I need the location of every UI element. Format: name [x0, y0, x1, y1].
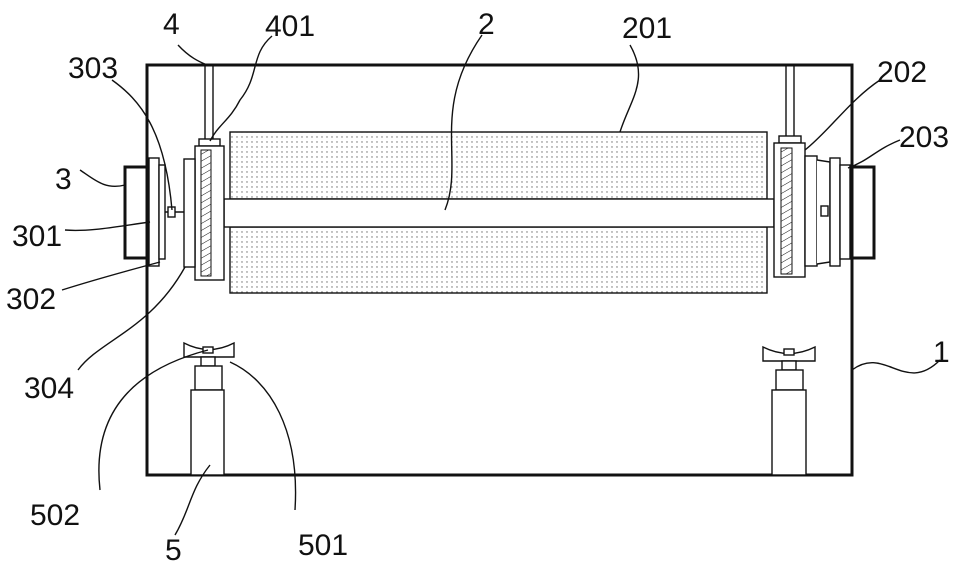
right-clamp-outer	[840, 165, 850, 259]
left-support-collar	[195, 366, 222, 390]
label-501: 501	[298, 529, 348, 562]
left-support-column	[191, 390, 224, 475]
roller-shaft	[224, 199, 774, 227]
right-bearing-hatch	[781, 148, 792, 274]
right-support-collar	[776, 370, 803, 390]
label-203: 203	[899, 121, 949, 154]
leader-501	[230, 362, 296, 510]
leader-201	[620, 45, 639, 132]
left-side-bracket	[125, 167, 147, 258]
leader-301	[65, 222, 150, 230]
label-301: 301	[12, 220, 62, 253]
right-clamp-nut	[821, 206, 828, 216]
label-1: 1	[933, 336, 950, 369]
right-support-cap	[784, 349, 794, 355]
label-2: 2	[478, 8, 495, 41]
right-side-bracket	[852, 167, 874, 258]
leader-203	[848, 140, 900, 168]
left-clamp-plate	[149, 158, 159, 266]
label-303: 303	[68, 52, 118, 85]
leader-202	[805, 80, 880, 150]
upper-roller-sleeve	[230, 132, 767, 199]
label-401: 401	[265, 10, 315, 43]
leader-304	[78, 267, 185, 370]
leader-1	[852, 360, 940, 373]
right-support-neck	[782, 361, 796, 370]
left-bearing-hatch	[201, 150, 211, 276]
leader-302	[62, 262, 160, 290]
leader-401	[210, 36, 272, 141]
left-support-neck	[201, 357, 215, 366]
right-bearing-cap	[779, 136, 801, 143]
label-4: 4	[163, 8, 180, 41]
right-plate	[805, 156, 817, 266]
label-3: 3	[55, 163, 72, 196]
right-clamp-plate	[830, 158, 840, 266]
label-304: 304	[24, 372, 74, 405]
left-bearing-cap	[199, 139, 220, 146]
label-201: 201	[622, 12, 672, 45]
right-support-column	[772, 390, 806, 475]
left-clamp-inner	[159, 165, 165, 259]
label-302: 302	[6, 283, 56, 316]
label-5: 5	[165, 534, 182, 567]
lower-roller-sleeve	[230, 227, 767, 293]
leader-4	[178, 45, 207, 65]
leader-3	[80, 170, 125, 186]
left-plate	[184, 159, 195, 267]
label-502: 502	[30, 499, 80, 532]
label-202: 202	[877, 56, 927, 89]
